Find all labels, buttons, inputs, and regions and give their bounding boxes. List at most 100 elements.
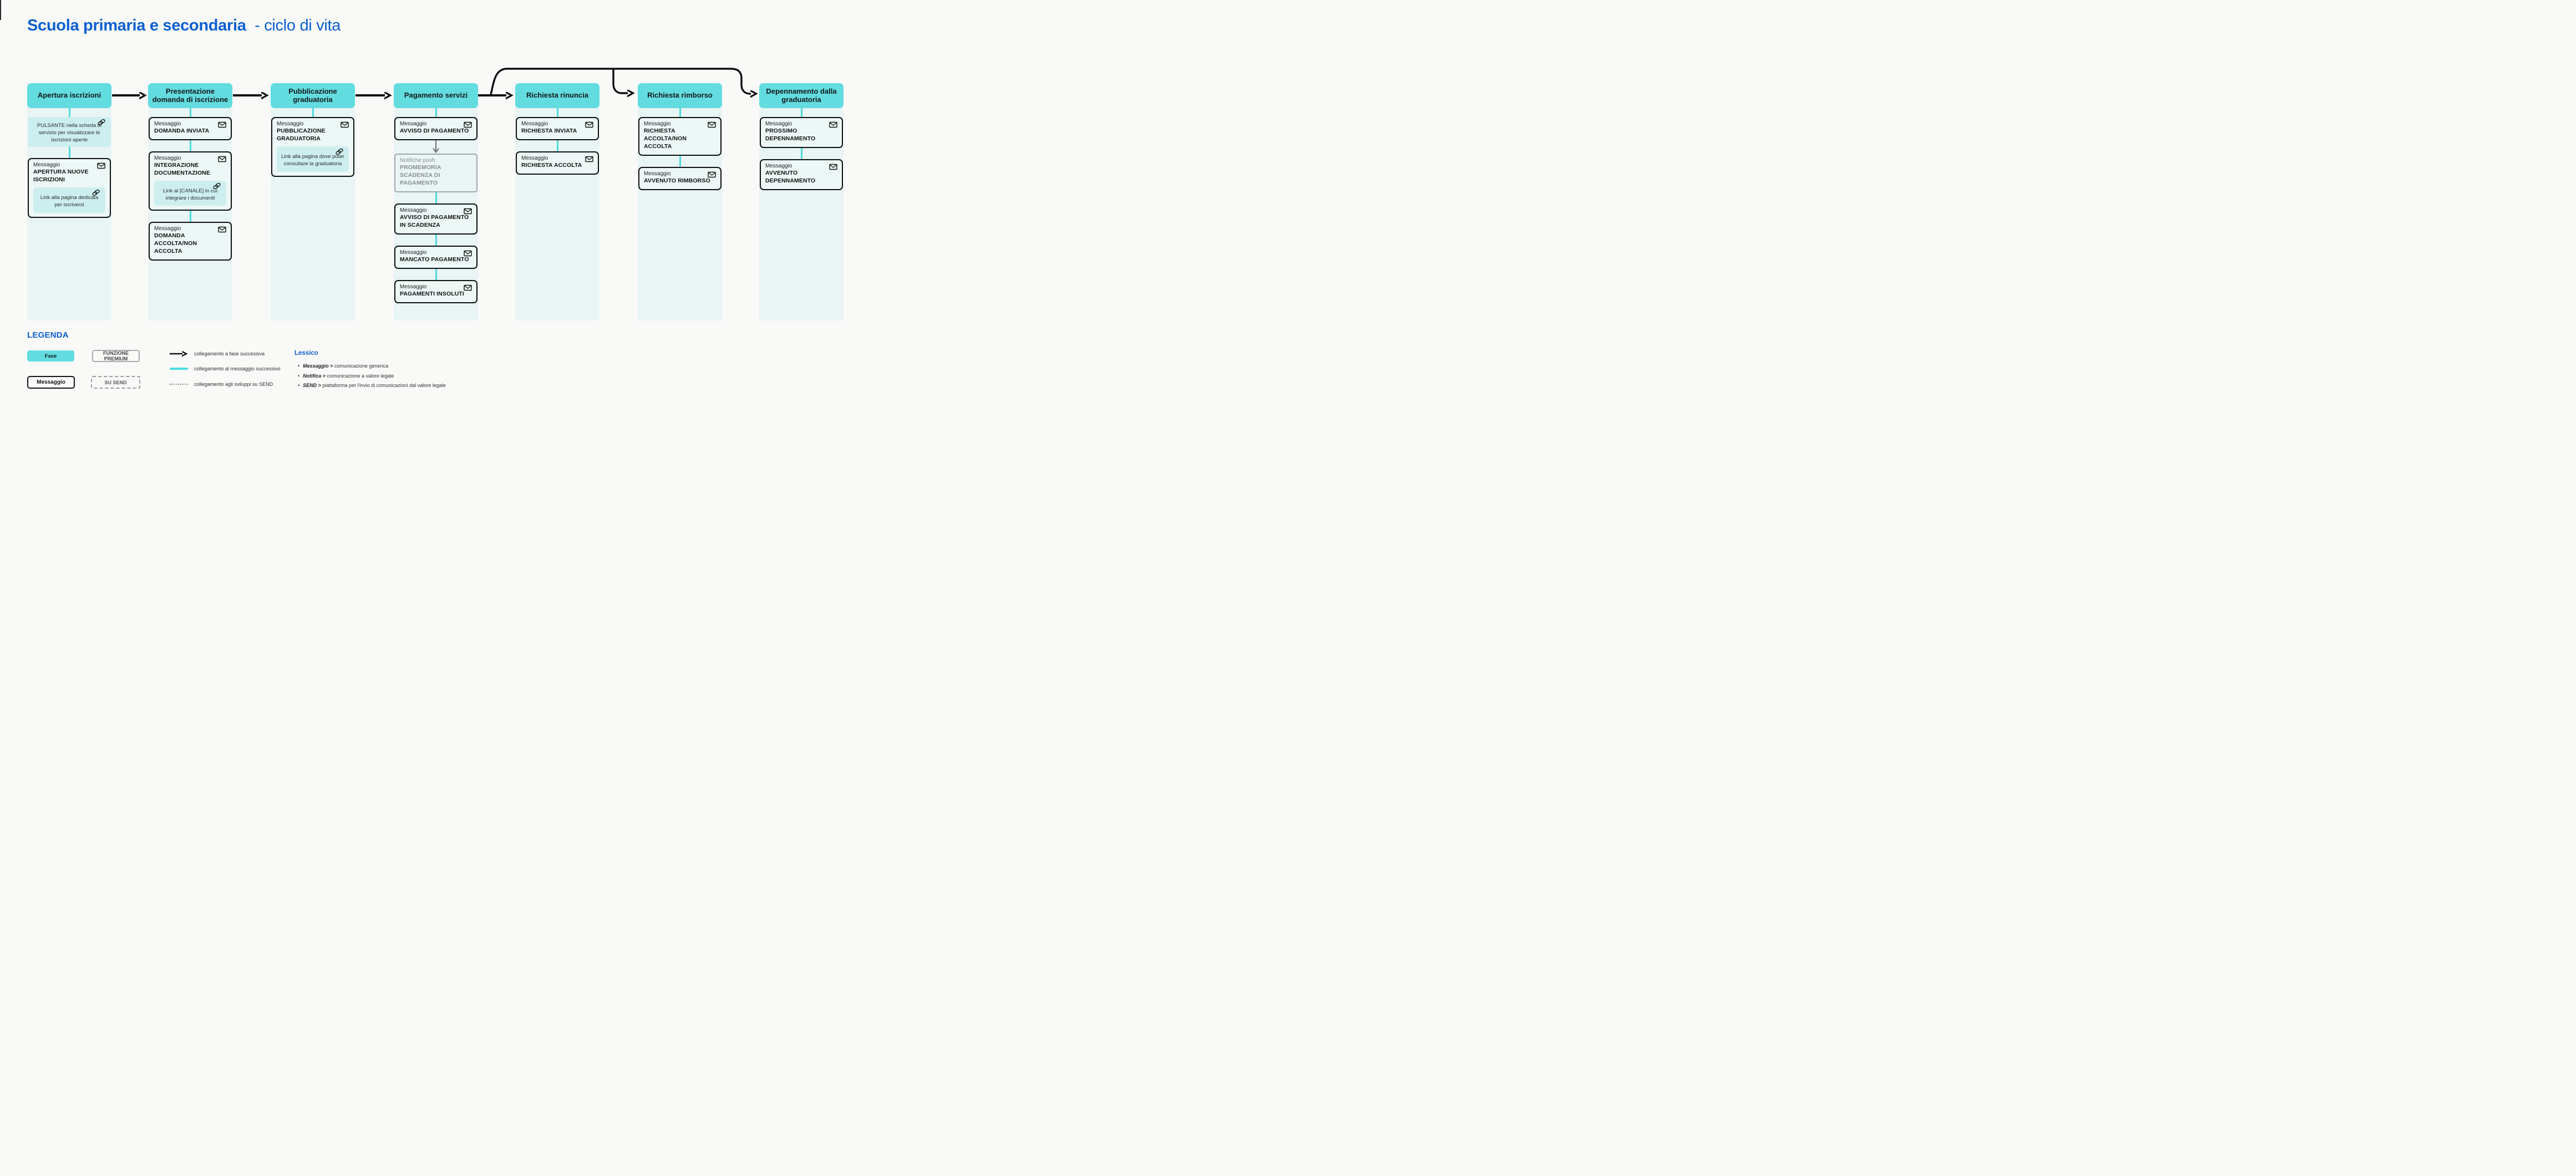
message-title: AVVENUTO RIMBORSO xyxy=(644,177,710,184)
arrow-skip-to-rimborso xyxy=(612,69,628,93)
lessico-item: •Notifica > comunicazione a valore legal… xyxy=(298,373,394,379)
lessico-heading: Lessico xyxy=(294,350,318,357)
link-icon xyxy=(212,182,221,190)
message-kind: Messaggio xyxy=(521,155,548,161)
screen-edge-artifact xyxy=(0,0,1,20)
teal-connector xyxy=(189,140,191,151)
envelope-icon xyxy=(464,250,472,257)
teal-connector xyxy=(556,140,558,151)
lifecycle-diagram-page: Scuola primaria e secondaria - ciclo di … xyxy=(0,0,870,397)
black-arrow-icon xyxy=(169,350,188,358)
phase-label: Apertura iscrizioni xyxy=(37,91,101,100)
envelope-icon xyxy=(585,121,593,128)
message-kind: Messaggio xyxy=(400,249,427,256)
phase-label: Pubblicazione graduatoria xyxy=(288,86,337,104)
envelope-icon xyxy=(585,156,593,162)
message-kind: Messaggio xyxy=(521,121,548,127)
message-title: RICHIESTA INVIATA xyxy=(521,128,577,134)
link-icon xyxy=(97,119,106,126)
message-title: PAGAMENTI INSOLUTI xyxy=(400,290,464,297)
link-icon xyxy=(335,148,344,155)
message-title: MANCATO PAGAMENTO xyxy=(400,256,469,263)
legend-chip-send: SU SEND xyxy=(91,376,140,389)
legend-chip-premium: FUNZIONE PREMIUM xyxy=(92,350,140,362)
message-title: DOMANDA ACCOLTA/NON ACCOLTA xyxy=(154,232,197,255)
teal-connector xyxy=(68,108,70,117)
phase-label: Richiesta rinuncia xyxy=(526,91,588,100)
link-note: Link alla pagina dove poter consultare l… xyxy=(277,146,349,172)
teal-connector xyxy=(435,108,437,117)
message-kind: Messaggio xyxy=(644,121,671,127)
bullet-icon: • xyxy=(298,363,300,369)
teal-connector xyxy=(800,147,802,159)
page-title-light xyxy=(250,17,255,34)
message-kind: Messaggio xyxy=(765,121,792,127)
message-title: RICHIESTA ACCOLTA/NON ACCOLTA xyxy=(644,128,687,150)
phase-label: Richiesta rimborso xyxy=(647,91,713,100)
message-kind: Messaggio xyxy=(400,207,427,213)
envelope-icon xyxy=(218,121,226,128)
push-kind: Notifiche push xyxy=(400,157,435,164)
message-title: AVVISO DI PAGAMENTO xyxy=(400,128,469,134)
message-title: PUBBLICAZIONE GRADUATORIA xyxy=(277,128,326,142)
teal-connector xyxy=(435,234,437,246)
link-note: Link al [CANALE] in cui integrare i docu… xyxy=(154,180,226,206)
phase-box: Richiesta rinuncia xyxy=(515,83,599,108)
envelope-icon xyxy=(464,284,472,291)
legend-chip-fase: Fase xyxy=(27,350,74,362)
envelope-icon xyxy=(97,162,105,169)
page-title-bold: Scuola primaria e secondaria xyxy=(27,17,246,34)
legend-heading: LEGENDA xyxy=(27,330,69,340)
legend-chip-messaggio: Messaggio xyxy=(27,376,75,389)
envelope-icon xyxy=(708,171,716,178)
phase-box: Depennamento dalla graduatoria xyxy=(759,83,844,108)
phase-label: Presentazione domanda di iscrizione xyxy=(152,86,228,104)
phase-box: Richiesta rimborso xyxy=(638,83,722,108)
teal-connector xyxy=(435,192,437,203)
teal-line-icon xyxy=(169,368,188,370)
message-title: AVVENUTO DEPENNAMENTO xyxy=(765,169,816,184)
envelope-icon xyxy=(829,164,837,170)
message-title: INTEGRAZIONE DOCUMENTAZIONE xyxy=(154,161,210,176)
teal-connector xyxy=(679,108,681,117)
teal-connector xyxy=(679,155,681,167)
message-title: APERTURA NUOVE ISCRIZIONI xyxy=(33,169,89,184)
envelope-icon xyxy=(464,208,472,215)
teal-connector xyxy=(189,108,191,117)
message-kind: Messaggio xyxy=(400,121,427,127)
teal-connector xyxy=(556,108,558,117)
link-note: Link alla pagina dedicata per iscriversi xyxy=(33,187,105,213)
message-kind: Messaggio xyxy=(765,162,792,169)
phase-box: Apertura iscrizioni xyxy=(27,83,111,108)
message-kind: Messaggio xyxy=(154,226,181,232)
teal-connector xyxy=(435,268,437,280)
legend-arrow-label: collegamento a fase successiva xyxy=(194,351,265,357)
message-kind: Messaggio xyxy=(644,170,671,177)
teal-connector xyxy=(312,108,314,117)
message-kind: Messaggio xyxy=(277,121,304,127)
envelope-icon xyxy=(464,121,472,128)
teal-connector xyxy=(68,147,70,159)
phase-box: Pagamento servizi xyxy=(394,83,478,108)
teal-connector xyxy=(800,108,802,117)
message-kind: Messaggio xyxy=(400,283,427,290)
phase-box: Presentazione domanda di iscrizione xyxy=(148,83,232,108)
message-title: DOMANDA INVIATA xyxy=(154,128,210,134)
